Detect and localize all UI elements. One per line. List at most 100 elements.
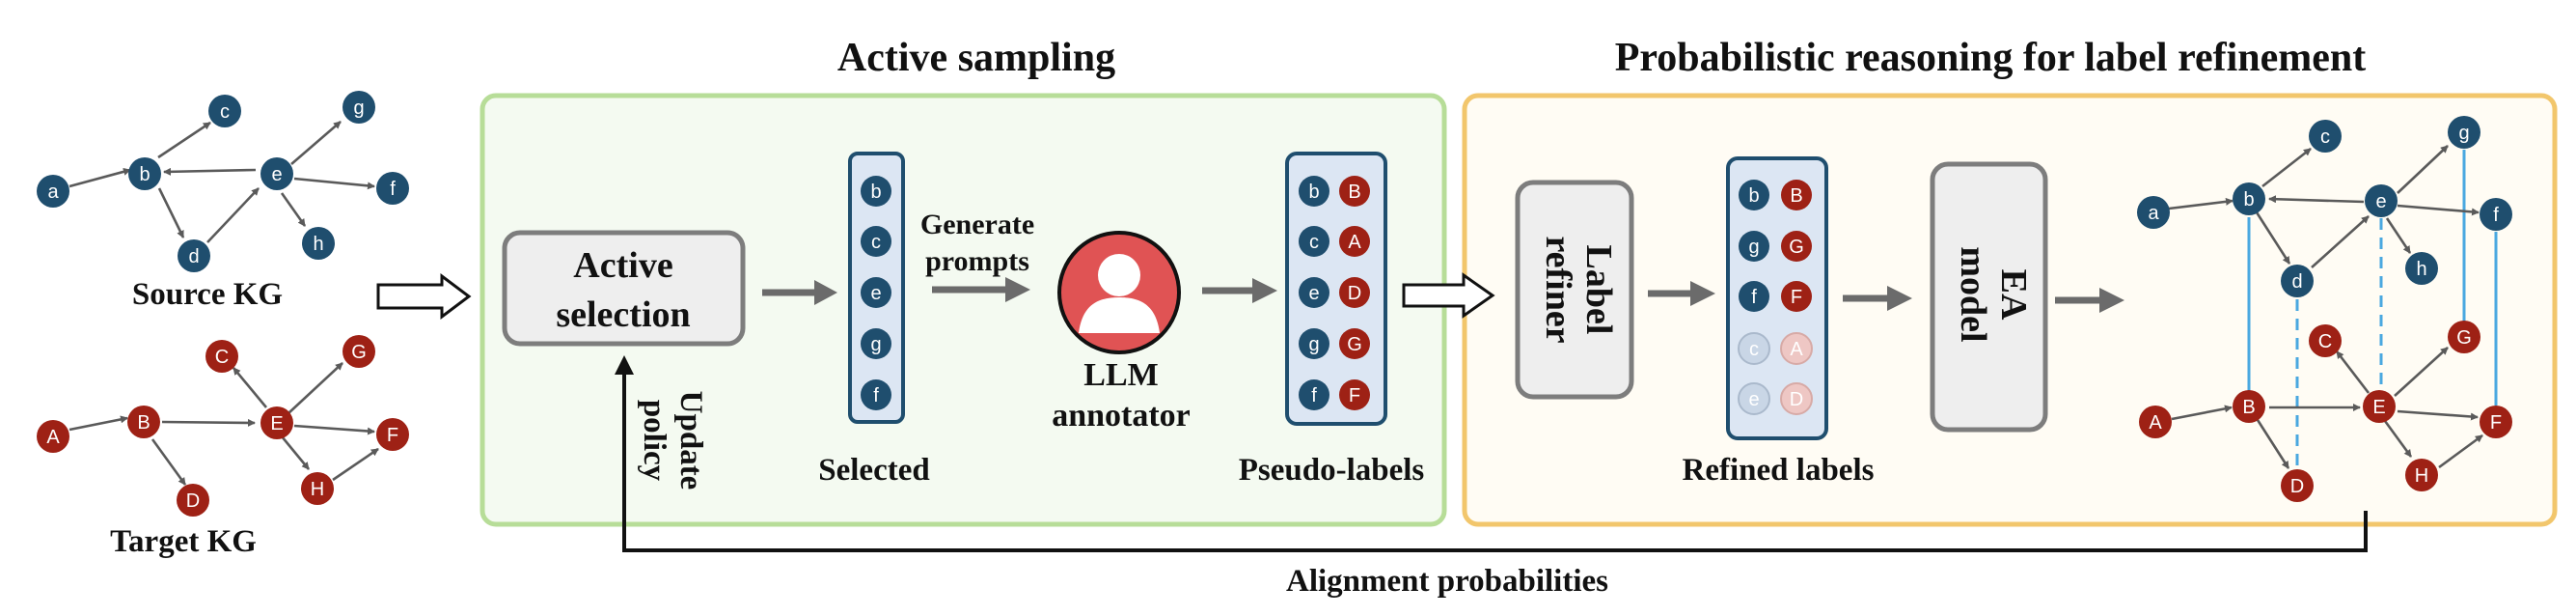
aligned-source-node-e: e (2365, 184, 2398, 217)
aligned-source-node-g: g (2448, 116, 2480, 149)
svg-text:e: e (271, 164, 282, 185)
svg-text:G: G (1347, 334, 1362, 355)
target-kg-label: Target KG (110, 524, 257, 559)
arrow-to-aligned-graphs-head (2099, 288, 2124, 313)
selected-node-b: b (861, 176, 891, 207)
svg-text:model: model (1953, 246, 1993, 342)
svg-text:d: d (2291, 271, 2302, 293)
aligned-source-node-b: b (2233, 182, 2265, 215)
svg-text:Active: Active (573, 245, 672, 286)
svg-text:B: B (137, 412, 150, 434)
target-node-F: F (376, 418, 409, 451)
refined-pair-2: g G (1739, 231, 1812, 262)
svg-text:C: C (215, 347, 229, 368)
selected-node-g: g (861, 328, 891, 359)
svg-text:E: E (2372, 397, 2385, 418)
arrow-to-selected-head (814, 280, 837, 305)
selected-node-e: e (861, 277, 891, 308)
svg-text:c: c (220, 101, 230, 123)
svg-text:b: b (1308, 182, 1319, 203)
svg-text:f: f (1751, 287, 1757, 308)
arrow-to-pseudo-head (1252, 278, 1277, 303)
aligned-source-node-f: f (2480, 198, 2512, 231)
svg-text:f: f (2493, 205, 2499, 226)
svg-text:selection: selection (556, 294, 690, 335)
svg-text:b: b (870, 182, 881, 203)
svg-text:e: e (1308, 283, 1319, 304)
target-node-A: A (37, 420, 69, 453)
svg-text:refiner: refiner (1538, 236, 1578, 343)
llm-annotator-icon (1057, 231, 1181, 354)
refined-pair-3: f F (1739, 281, 1812, 312)
refined-labels-column (1726, 156, 1828, 440)
ea-model-box: EA model (1930, 161, 2048, 433)
svg-text:D: D (1790, 389, 1803, 410)
source-kg-graph (69, 121, 375, 243)
svg-text:A: A (1790, 339, 1803, 360)
aligned-target-node-H: H (2405, 459, 2438, 491)
llm-annotator-label-2: annotator (1052, 398, 1191, 434)
selected-label: Selected (818, 453, 929, 488)
aligned-target-node-F: F (2480, 406, 2512, 438)
svg-text:h: h (313, 234, 323, 255)
target-kg-graph (69, 362, 379, 486)
panel-hollow-arrow (1402, 272, 1495, 319)
svg-text:e: e (2375, 191, 2386, 212)
aligned-target-node-B: B (2233, 390, 2265, 423)
target-node-D: D (177, 484, 209, 517)
update-policy-label-2: policy (637, 400, 671, 482)
arrow-to-refined-head (1690, 281, 1715, 306)
selected-node-c: c (861, 226, 891, 257)
refined-labels-label: Refined labels (1683, 453, 1875, 488)
svg-text:H: H (311, 479, 324, 500)
svg-text:A: A (1348, 232, 1361, 253)
target-node-E: E (260, 406, 293, 439)
generate-prompts-label-2: prompts (925, 245, 1029, 277)
svg-text:f: f (873, 385, 879, 406)
aligned-graph-edges (2168, 145, 2498, 469)
svg-text:c: c (871, 232, 881, 253)
svg-text:g: g (2458, 123, 2469, 144)
refined-pair-4-faded: c A (1738, 332, 1813, 365)
source-node-d: d (178, 239, 210, 272)
svg-text:B: B (1790, 185, 1802, 207)
aligned-source-node-c: c (2309, 120, 2342, 153)
pseudo-pair-1: b B (1299, 176, 1370, 207)
svg-text:D: D (2290, 476, 2304, 497)
input-hollow-arrow (376, 273, 472, 320)
svg-text:E: E (270, 413, 283, 434)
svg-text:h: h (2416, 259, 2426, 280)
pseudo-pair-5: f F (1299, 379, 1370, 410)
arrow-to-ea-model-head (1887, 286, 1912, 311)
pseudo-pair-4: g G (1299, 328, 1370, 359)
target-node-H: H (301, 472, 334, 505)
svg-text:B: B (1348, 182, 1360, 203)
aligned-target-node-A: A (2139, 406, 2172, 438)
source-node-h: h (302, 227, 335, 260)
svg-text:f: f (1311, 385, 1317, 406)
svg-text:G: G (351, 342, 367, 363)
svg-text:F: F (2490, 412, 2502, 434)
aligned-target-node-D: D (2281, 469, 2314, 502)
source-node-e: e (260, 157, 293, 190)
svg-text:e: e (870, 283, 881, 304)
svg-text:g: g (870, 334, 881, 355)
svg-text:EA: EA (1993, 269, 2034, 321)
svg-text:b: b (139, 164, 150, 185)
svg-text:a: a (2148, 203, 2159, 224)
svg-text:G: G (2456, 327, 2472, 349)
svg-text:A: A (46, 427, 60, 448)
svg-text:H: H (2415, 465, 2428, 487)
svg-text:g: g (353, 98, 364, 119)
svg-text:F: F (1349, 385, 1360, 406)
svg-text:g: g (1308, 334, 1319, 355)
update-policy-label-1: Update (673, 391, 708, 490)
arrow-generate-prompts-head (1005, 277, 1030, 302)
label-refiner-box: Label refiner (1515, 180, 1634, 400)
svg-text:f: f (390, 179, 396, 200)
source-node-g: g (343, 91, 375, 124)
aligned-target-node-E: E (2363, 390, 2396, 423)
svg-text:C: C (2318, 331, 2332, 352)
svg-text:c: c (1309, 232, 1319, 253)
svg-text:c: c (2320, 126, 2330, 148)
